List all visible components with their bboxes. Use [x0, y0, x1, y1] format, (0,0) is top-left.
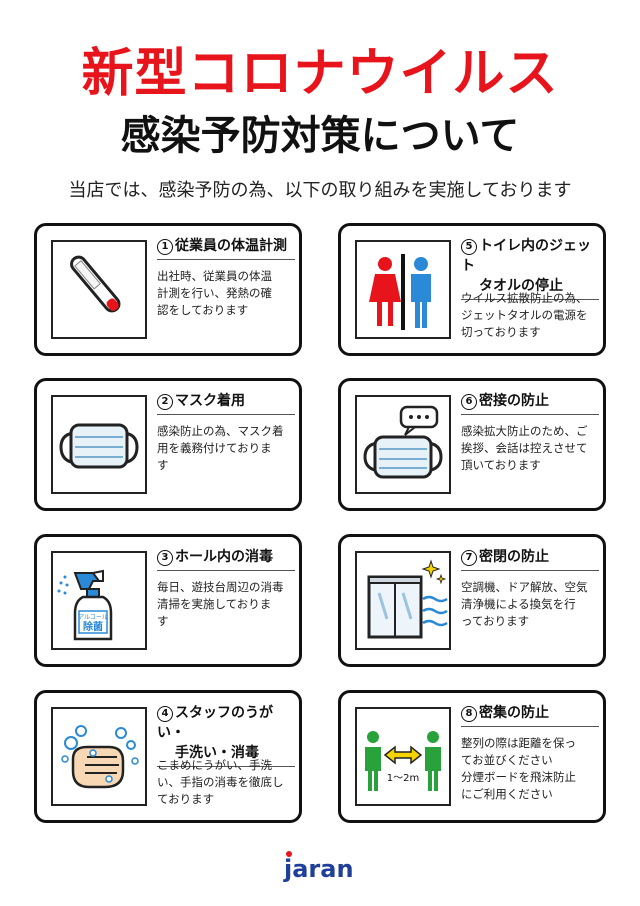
thermometer-icon — [70, 255, 121, 313]
icon-frame: 1～2m — [355, 707, 451, 806]
card-title-text: 密閉の防止 — [479, 549, 549, 565]
card-title-text: ホール内の消毒 — [175, 549, 273, 565]
card-description: 空調機、ドア解放、空気 清浄機による換気を行 っております — [461, 579, 601, 630]
page-title-line2: 感染予防対策について — [120, 113, 520, 159]
desc-line: 挨拶、会話は控えさせて — [461, 441, 588, 455]
handwashing-icon — [61, 725, 139, 789]
desc-line: 整列の際は距離を保っ — [461, 736, 576, 750]
card-title-text: 密接の防止 — [479, 393, 549, 409]
icon-frame — [355, 240, 451, 339]
desc-line: す — [157, 614, 169, 628]
distance-label: 1～2m — [387, 773, 419, 784]
card-number: 2 — [157, 394, 173, 410]
desc-line: ウイルス拡散防止の為、 — [461, 291, 588, 305]
card-description: 出社時、従業員の体温 計測を行い、発熱の確 認をしております — [157, 268, 297, 319]
card-number: 4 — [157, 706, 173, 722]
desc-line: 毎日、遊技台周辺の消毒 — [157, 580, 284, 594]
card-title-text: トイレ内のジェット — [461, 238, 591, 274]
desc-line: っております — [461, 614, 530, 628]
window-ventilation-icon — [367, 559, 448, 639]
card-title-text: マスク着用 — [175, 393, 245, 409]
desc-line: てお並びください — [461, 753, 553, 767]
mask-speech-icon — [363, 405, 443, 479]
desc-line: す — [157, 458, 169, 472]
desc-line: 頂いております — [461, 458, 541, 472]
spray-bottle-icon: アルコール 除菌 — [57, 569, 113, 641]
card-description: ウイルス拡散防止の為、 ジェットタオルの電源を 切っております — [461, 290, 601, 341]
card-number: 5 — [461, 239, 477, 255]
desc-line: 感染防止の為、マスク着 — [157, 424, 284, 438]
card-title-text: スタッフのうがい・ — [157, 705, 273, 741]
card-title-text-line2: タオルの停止 — [479, 278, 563, 294]
desc-line: 清掃を実施しておりま — [157, 597, 272, 611]
card-description: 整列の際は距離を保っ てお並びください 分煙ボードを飛沫防止 にご利用ください — [461, 735, 601, 803]
desc-line: 切っております — [461, 325, 541, 339]
icon-frame: アルコール 除菌 — [51, 551, 147, 650]
desc-line: い、手指の消毒を徹底し — [157, 775, 284, 789]
icon-frame — [355, 395, 451, 494]
icon-frame — [51, 707, 147, 806]
card-number: 3 — [157, 550, 173, 566]
page-title-line1: 新型コロナウイルス — [81, 44, 559, 104]
icon-frame — [355, 551, 451, 650]
card-description: 感染拡大防止のため、ご 挨拶、会話は控えさせて 頂いております — [461, 423, 601, 474]
mask-icon — [59, 423, 139, 469]
spray-label-large: 除菌 — [83, 620, 103, 633]
desc-line: 用を義務付けておりま — [157, 441, 272, 455]
desc-line: 清浄機による換気を行 — [461, 597, 576, 611]
card-title-text: 従業員の体温計測 — [175, 238, 287, 254]
icon-frame — [51, 240, 147, 339]
card-title-text: 密集の防止 — [479, 705, 549, 721]
page-subtitle: 当店では、感染予防の為、以下の取り組みを実施しております — [68, 180, 572, 201]
desc-line: こまめにうがい、手洗 — [157, 758, 272, 772]
card-title-text-line2: 手洗い・消毒 — [175, 745, 259, 761]
desc-line: 空調機、ドア解放、空気 — [461, 580, 588, 594]
desc-line: 出社時、従業員の体温 — [157, 269, 272, 283]
social-distance-icon: 1～2m — [365, 731, 441, 791]
jaran-logo: jaran — [283, 851, 354, 883]
desc-line: ジェットタオルの電源を — [461, 308, 588, 322]
desc-line: にご利用ください — [461, 787, 553, 801]
card-number: 8 — [461, 706, 477, 722]
restroom-icon — [369, 254, 431, 330]
card-number: 6 — [461, 394, 477, 410]
spray-label-small: アルコール — [78, 614, 108, 621]
card-number: 1 — [157, 239, 173, 255]
card-number: 7 — [461, 550, 477, 566]
card-description: こまめにうがい、手洗 い、手指の消毒を徹底し ております — [157, 757, 297, 808]
desc-line: 計測を行い、発熱の確 — [157, 286, 272, 300]
logo-text: jaran — [283, 855, 354, 883]
desc-line: 分煙ボードを飛沫防止 — [461, 770, 576, 784]
icon-frame — [51, 395, 147, 494]
card-description: 感染防止の為、マスク着 用を義務付けておりま す — [157, 423, 297, 474]
desc-line: ております — [157, 792, 215, 806]
desc-line: 認をしております — [157, 303, 249, 317]
desc-line: 感染拡大防止のため、ご — [461, 424, 588, 438]
card-description: 毎日、遊技台周辺の消毒 清掃を実施しておりま す — [157, 579, 297, 630]
